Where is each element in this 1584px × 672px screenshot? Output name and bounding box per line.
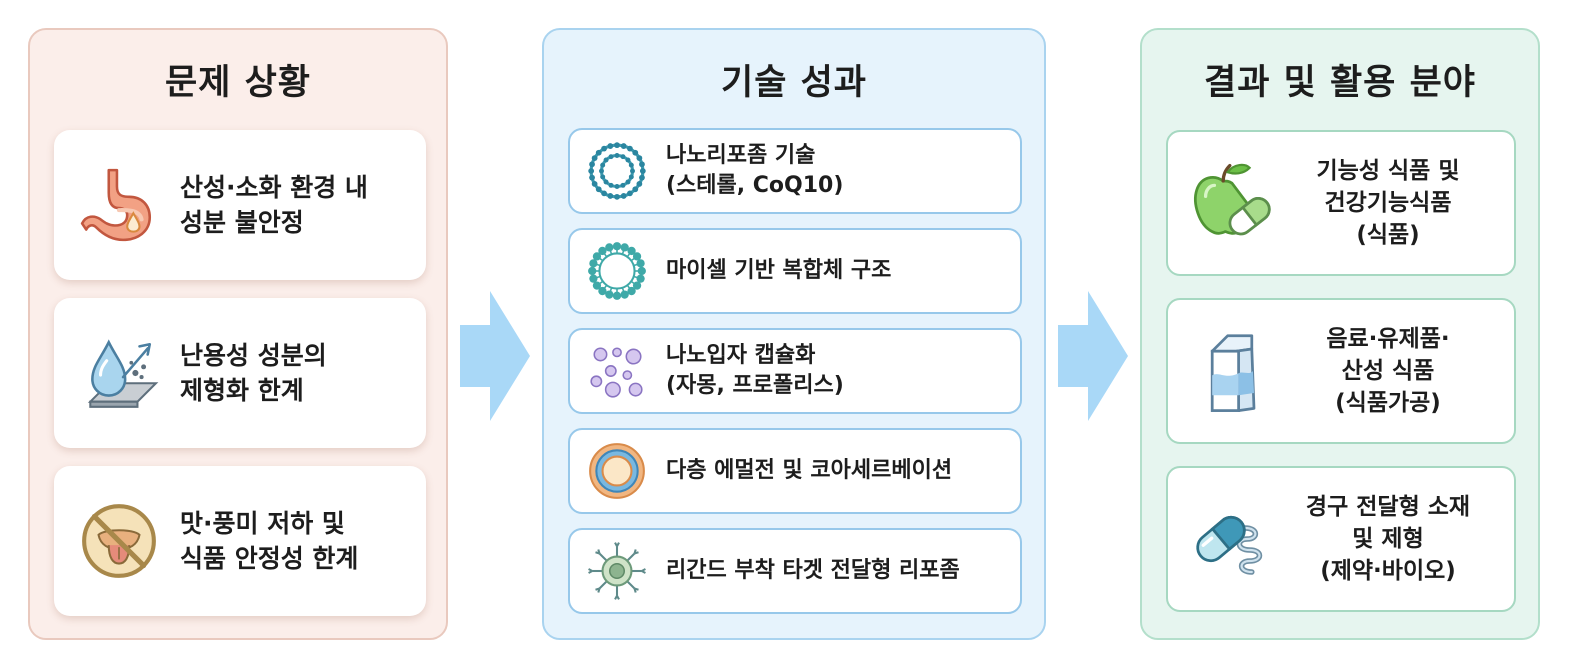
- flow-arrow-icon: [1058, 291, 1128, 421]
- problem-card-solubility: 난용성 성분의 제형화 한계: [54, 298, 426, 448]
- tech-panel-title: 기술 성과: [721, 63, 867, 103]
- result-panel: 결과 및 활용 분야 기능성 식품 및 건강기능식품 (식품): [1140, 28, 1540, 640]
- problem-panel: 문제 상황 산성·소화 환경 내 성분 불안정: [28, 28, 448, 640]
- tech-panel: 기술 성과 나노리포좀 기술 (스테롤, CoQ10) 마이셀 기반 복합체 구…: [542, 28, 1046, 640]
- problem-text: 난용성 성분의 제형화 한계: [180, 341, 327, 405]
- result-card-functional-food: 기능성 식품 및 건강기능식품 (식품): [1166, 130, 1516, 276]
- tech-card-liposome: 나노리포좀 기술 (스테롤, CoQ10): [568, 128, 1022, 214]
- tech-text: 나노리포좀 기술 (스테롤, CoQ10): [666, 143, 844, 198]
- tech-text: 나노입자 캡슐화 (자몽, 프로폴리스): [666, 343, 844, 398]
- milk-carton-icon: [1210, 334, 1256, 412]
- micelle-icon: [588, 242, 646, 300]
- tech-card-nanoparticle: 나노입자 캡슐화 (자몽, 프로폴리스): [568, 328, 1022, 414]
- flow-arrow-icon: [460, 291, 530, 421]
- problem-text: 산성·소화 환경 내 성분 불안정: [180, 173, 368, 237]
- apple-capsule-icon: [1194, 163, 1271, 236]
- problem-card-stomach: 산성·소화 환경 내 성분 불안정: [54, 130, 426, 280]
- problem-card-taste: 맛·풍미 저하 및 식품 안정성 한계: [54, 466, 426, 616]
- result-text: 음료·유제품· 산성 식품 (식품가공): [1326, 325, 1450, 417]
- result-panel-title: 결과 및 활용 분야: [1204, 63, 1476, 103]
- water-drop-icon: [87, 339, 159, 408]
- capsule-intestine-icon: [1196, 515, 1263, 575]
- result-card-beverage: 음료·유제품· 산성 식품 (식품가공): [1166, 298, 1516, 444]
- tech-card-emulsion: 다층 에멀전 및 코아세르베이션: [568, 428, 1022, 514]
- stomach-icon: [80, 168, 152, 242]
- no-taste-icon: [82, 504, 156, 578]
- problem-panel-title: 문제 상황: [165, 63, 311, 103]
- result-text: 경구 전달형 소재 및 제형 (제약·바이오): [1305, 493, 1471, 585]
- result-card-oral-delivery: 경구 전달형 소재 및 제형 (제약·바이오): [1166, 466, 1516, 612]
- targeted-liposome-icon: [588, 542, 646, 600]
- problem-text: 맛·풍미 저하 및 식품 안정성 한계: [180, 509, 359, 573]
- tech-card-micelle: 마이셀 기반 복합체 구조: [568, 228, 1022, 314]
- tech-text: 리간드 부착 타겟 전달형 리포좀: [666, 558, 960, 584]
- tech-card-targeted: 리간드 부착 타겟 전달형 리포좀: [568, 528, 1022, 614]
- tech-text: 다층 에멀전 및 코아세르베이션: [666, 458, 953, 484]
- result-text: 기능성 식품 및 건강기능식품 (식품): [1316, 157, 1460, 249]
- multilayer-emulsion-icon: [589, 443, 645, 499]
- nanoparticle-icon: [590, 347, 643, 398]
- tech-text: 마이셀 기반 복합체 구조: [666, 258, 892, 284]
- liposome-icon: [588, 142, 646, 200]
